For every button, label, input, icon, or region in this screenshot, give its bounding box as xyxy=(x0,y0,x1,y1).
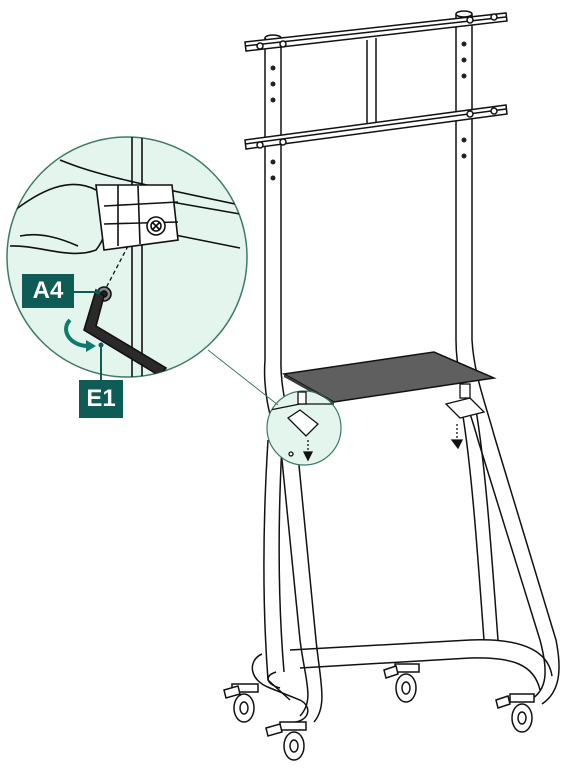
part-label-a4-text: A4 xyxy=(32,277,64,304)
curved-arrow-icon xyxy=(64,318,89,348)
zoom-detail-circle xyxy=(6,136,248,378)
part-label-a4: A4 xyxy=(22,274,74,308)
zoom-connector-line xyxy=(207,349,279,406)
caster-wheels xyxy=(223,663,535,761)
shelf-bracket-right xyxy=(444,383,486,450)
tool-label-e1-text: E1 xyxy=(86,385,116,412)
tool-label-e1: E1 xyxy=(79,380,123,418)
zoom-source-circle xyxy=(266,390,342,466)
